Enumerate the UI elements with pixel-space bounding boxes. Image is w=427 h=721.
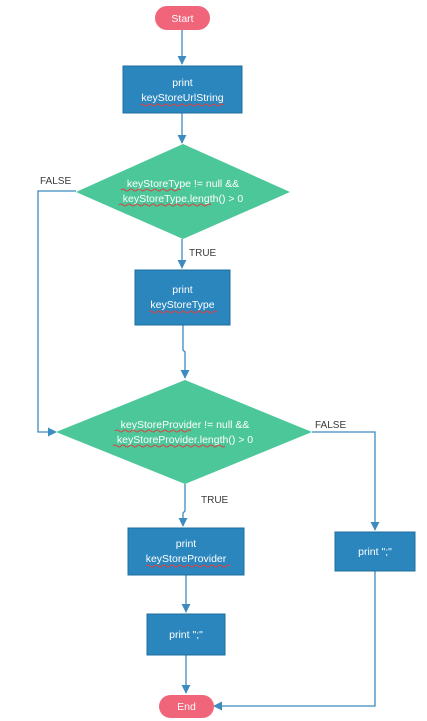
process-shape bbox=[122, 65, 243, 114]
node-decision-type-line2: keyStoreType.length() > 0 bbox=[123, 193, 244, 205]
spellcheck-underline bbox=[148, 310, 218, 314]
spellcheck-underline bbox=[114, 429, 192, 433]
spellcheck-underline bbox=[118, 203, 212, 207]
process-shape bbox=[134, 269, 231, 326]
node-print-url-line2: keyStoreUrlString bbox=[141, 92, 223, 104]
process-shape bbox=[334, 531, 416, 572]
node-decision-type[interactable]: keyStoreType != null && keyStoreType.len… bbox=[76, 144, 290, 239]
label-provider-false: FALSE bbox=[315, 420, 346, 431]
node-print-provider-line2: keyStoreProvider bbox=[146, 553, 227, 565]
node-print-semi-left-label: print ";" bbox=[169, 629, 203, 641]
node-print-semi-right[interactable]: print ";" bbox=[334, 531, 416, 572]
terminal-shape bbox=[155, 6, 210, 30]
node-print-provider[interactable]: print keyStoreProvider bbox=[127, 527, 245, 576]
edge-decision-provider-true bbox=[178, 484, 188, 527]
spellcheck-underline bbox=[145, 564, 231, 568]
edge-print-semi-right-to-end bbox=[213, 571, 376, 711]
label-type-true: TRUE bbox=[189, 248, 217, 259]
edge-print-type-to-decision-provider bbox=[180, 325, 190, 379]
edge-labels: FALSE TRUE FALSE TRUE bbox=[40, 176, 346, 506]
node-end[interactable]: End bbox=[159, 695, 214, 718]
process-shape bbox=[127, 527, 245, 576]
node-decision-type-line1: keyStoreType != null && bbox=[127, 178, 239, 190]
spellcheck-underline bbox=[120, 188, 182, 192]
label-provider-true: TRUE bbox=[201, 495, 229, 506]
node-decision-provider[interactable]: keyStoreProvider != null && keyStoreProv… bbox=[56, 380, 312, 484]
edge-decision-type-false bbox=[37, 190, 76, 437]
node-print-url-line1: print bbox=[172, 77, 193, 89]
edge-decision-provider-false bbox=[312, 431, 380, 531]
node-print-semi-right-label: print ";" bbox=[358, 546, 392, 558]
label-type-false: FALSE bbox=[40, 176, 71, 187]
node-print-provider-line1: print bbox=[176, 538, 197, 550]
node-print-type[interactable]: print keyStoreType bbox=[134, 269, 231, 326]
node-start[interactable]: Start bbox=[155, 6, 210, 30]
node-print-type-line1: print bbox=[172, 284, 193, 296]
node-end-label: End bbox=[177, 701, 196, 713]
node-print-type-line2: keyStoreType bbox=[150, 299, 214, 311]
node-decision-provider-line2: keyStoreProvider.length() > 0 bbox=[117, 434, 253, 446]
spellcheck-underline bbox=[139, 103, 225, 107]
node-print-semi-left[interactable]: print ";" bbox=[146, 613, 226, 656]
node-print-url[interactable]: print keyStoreUrlString bbox=[122, 65, 243, 114]
process-shape bbox=[146, 613, 226, 656]
spellcheck-underline bbox=[112, 444, 226, 448]
node-start-label: Start bbox=[171, 13, 193, 25]
node-decision-provider-line1: keyStoreProvider != null && bbox=[121, 419, 250, 431]
edges bbox=[37, 30, 380, 711]
decision-shape bbox=[76, 144, 290, 239]
terminal-shape bbox=[159, 695, 214, 718]
